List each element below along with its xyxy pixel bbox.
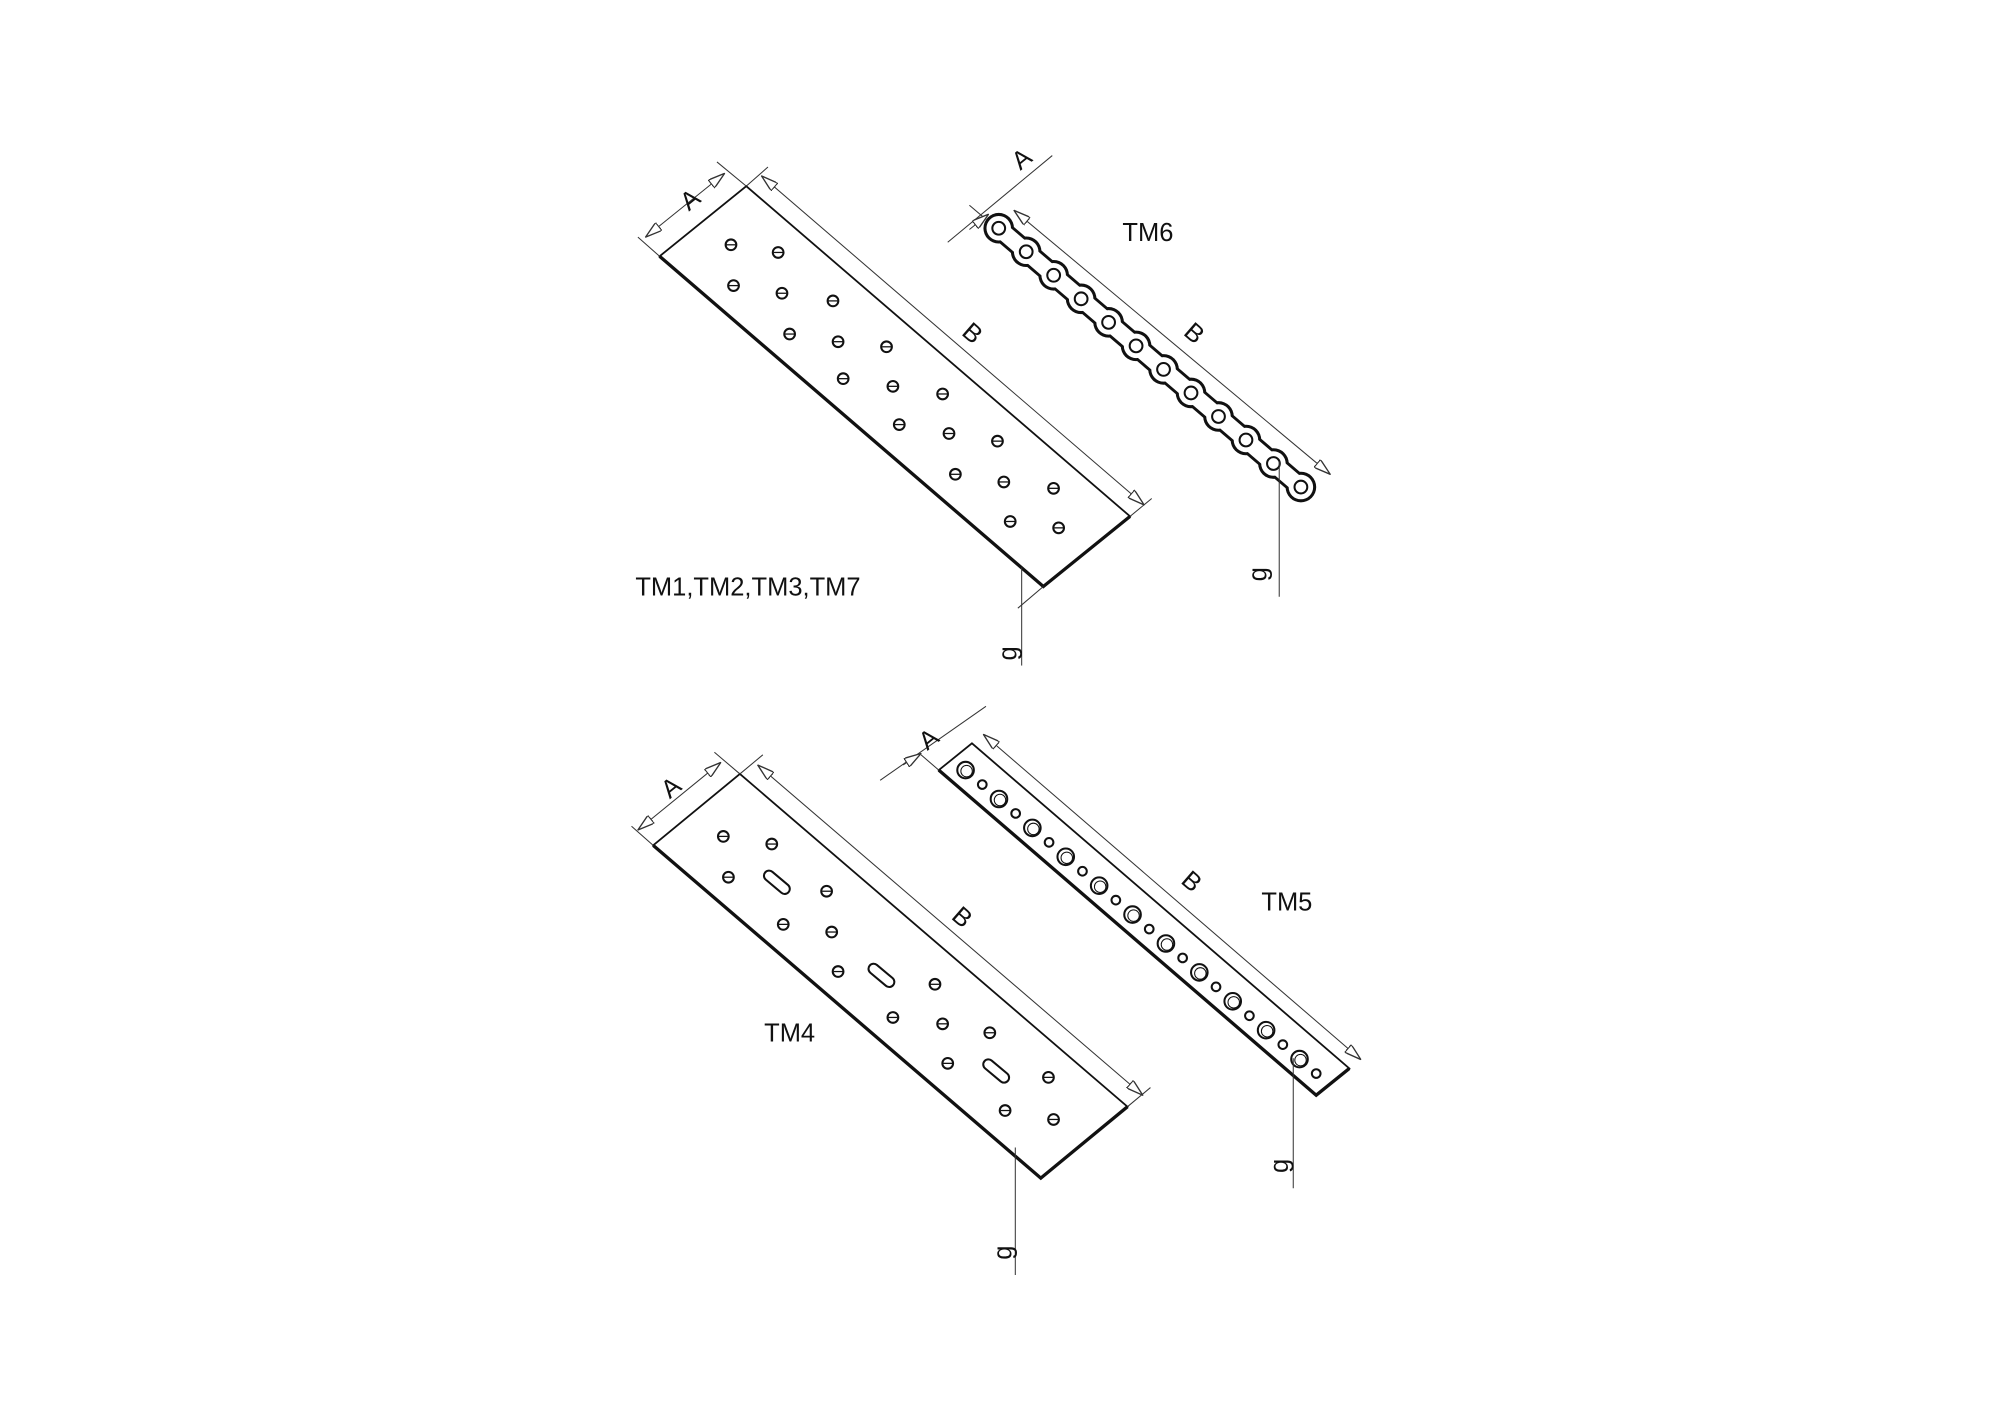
label-b: B	[1176, 866, 1207, 898]
screw-hole	[941, 1056, 955, 1070]
label-b: B	[946, 901, 977, 933]
screw-hole	[1047, 1113, 1060, 1126]
screw-hole	[776, 917, 790, 931]
large-hole	[956, 760, 975, 780]
label-g: g	[995, 646, 1023, 660]
drawing-title: TM4	[764, 1020, 815, 1048]
screw-hole	[991, 434, 1004, 448]
large-hole	[1056, 847, 1076, 867]
label-g: g	[1266, 1159, 1294, 1173]
dimension-line-b	[983, 734, 1360, 1059]
hole-group	[716, 830, 1060, 1126]
screw-hole	[1003, 515, 1017, 528]
screw-hole	[936, 1017, 949, 1031]
screw-hole	[831, 335, 845, 349]
dimension-line-a	[638, 762, 721, 830]
screw-hole	[928, 977, 942, 991]
large-hole	[1156, 934, 1176, 953]
strip-hole	[1046, 267, 1062, 283]
screw-hole	[836, 372, 850, 386]
screw-hole	[765, 837, 779, 851]
screw-hole	[724, 238, 738, 252]
dimension-line-a	[947, 155, 1053, 243]
large-hole	[1223, 991, 1243, 1011]
small-hole	[1110, 894, 1122, 906]
screw-hole	[880, 340, 893, 354]
plate-tm5: A B g TM5	[879, 705, 1361, 1189]
dimension-line-b	[1014, 210, 1330, 474]
plate-tm1-tm7: A B g TM1,TM2,TM3,TM7	[635, 161, 1153, 666]
screw-hole	[716, 830, 730, 843]
strip-hole	[1018, 244, 1034, 260]
large-hole	[1190, 963, 1209, 982]
strip-hole	[1073, 291, 1089, 307]
screw-hole	[775, 286, 789, 300]
small-hole	[976, 779, 988, 790]
label-a: A	[1007, 143, 1038, 175]
label-a: A	[675, 184, 706, 216]
small-hole	[1177, 952, 1188, 964]
label-g: g	[1244, 567, 1272, 581]
strip-hole	[1156, 362, 1171, 377]
screw-hole	[1052, 521, 1066, 535]
small-hole	[1244, 1010, 1255, 1022]
small-hole	[1043, 836, 1055, 848]
dimension-line-a	[646, 173, 725, 237]
small-hole	[1077, 865, 1088, 877]
screw-hole	[783, 327, 796, 341]
screw-hole	[998, 1104, 1012, 1117]
small-hole	[1210, 981, 1222, 993]
large-hole	[1089, 876, 1109, 896]
screw-hole	[825, 925, 839, 939]
screw-hole	[886, 379, 900, 393]
strip-hole	[1101, 314, 1117, 330]
screw-hole	[1047, 481, 1060, 495]
label-a: A	[656, 772, 687, 804]
large-hole	[1123, 905, 1142, 924]
large-hole	[989, 789, 1009, 809]
large-hole	[1023, 818, 1042, 838]
large-hole	[1256, 1020, 1276, 1040]
strip-hole	[1128, 338, 1144, 354]
drawing-title: TM5	[1261, 888, 1312, 916]
strip-hole	[1293, 479, 1309, 495]
label-a: A	[913, 723, 944, 755]
label-b: B	[1178, 317, 1209, 349]
screw-hole	[948, 467, 962, 481]
small-hole	[1277, 1039, 1289, 1051]
strip-hole	[1266, 456, 1281, 471]
strip-hole	[1183, 385, 1199, 401]
label-g: g	[989, 1246, 1017, 1260]
screw-hole	[826, 294, 840, 308]
drawing-title: TM1,TM2,TM3,TM7	[635, 573, 860, 601]
drawing-title: TM6	[1122, 219, 1173, 247]
small-hole	[1010, 808, 1022, 819]
screw-hole	[942, 427, 956, 440]
screw-hole	[886, 1011, 900, 1024]
screw-hole	[722, 870, 735, 884]
screw-hole	[727, 279, 740, 292]
strip-hole	[1211, 409, 1226, 424]
screw-hole	[983, 1026, 997, 1040]
plate-tm6: A B g TM6	[947, 143, 1331, 597]
screw-hole	[831, 965, 845, 978]
strip-hole	[1238, 432, 1254, 448]
strip-hole	[991, 220, 1007, 236]
screw-hole	[892, 418, 906, 431]
screw-hole	[997, 475, 1011, 489]
small-hole	[1310, 1068, 1322, 1079]
screw-hole	[771, 246, 785, 259]
screw-hole	[936, 387, 949, 401]
label-b: B	[957, 317, 988, 349]
small-hole	[1143, 923, 1155, 935]
screw-hole	[820, 884, 833, 898]
dimension-line-a	[879, 705, 987, 781]
screw-hole	[1042, 1070, 1055, 1084]
